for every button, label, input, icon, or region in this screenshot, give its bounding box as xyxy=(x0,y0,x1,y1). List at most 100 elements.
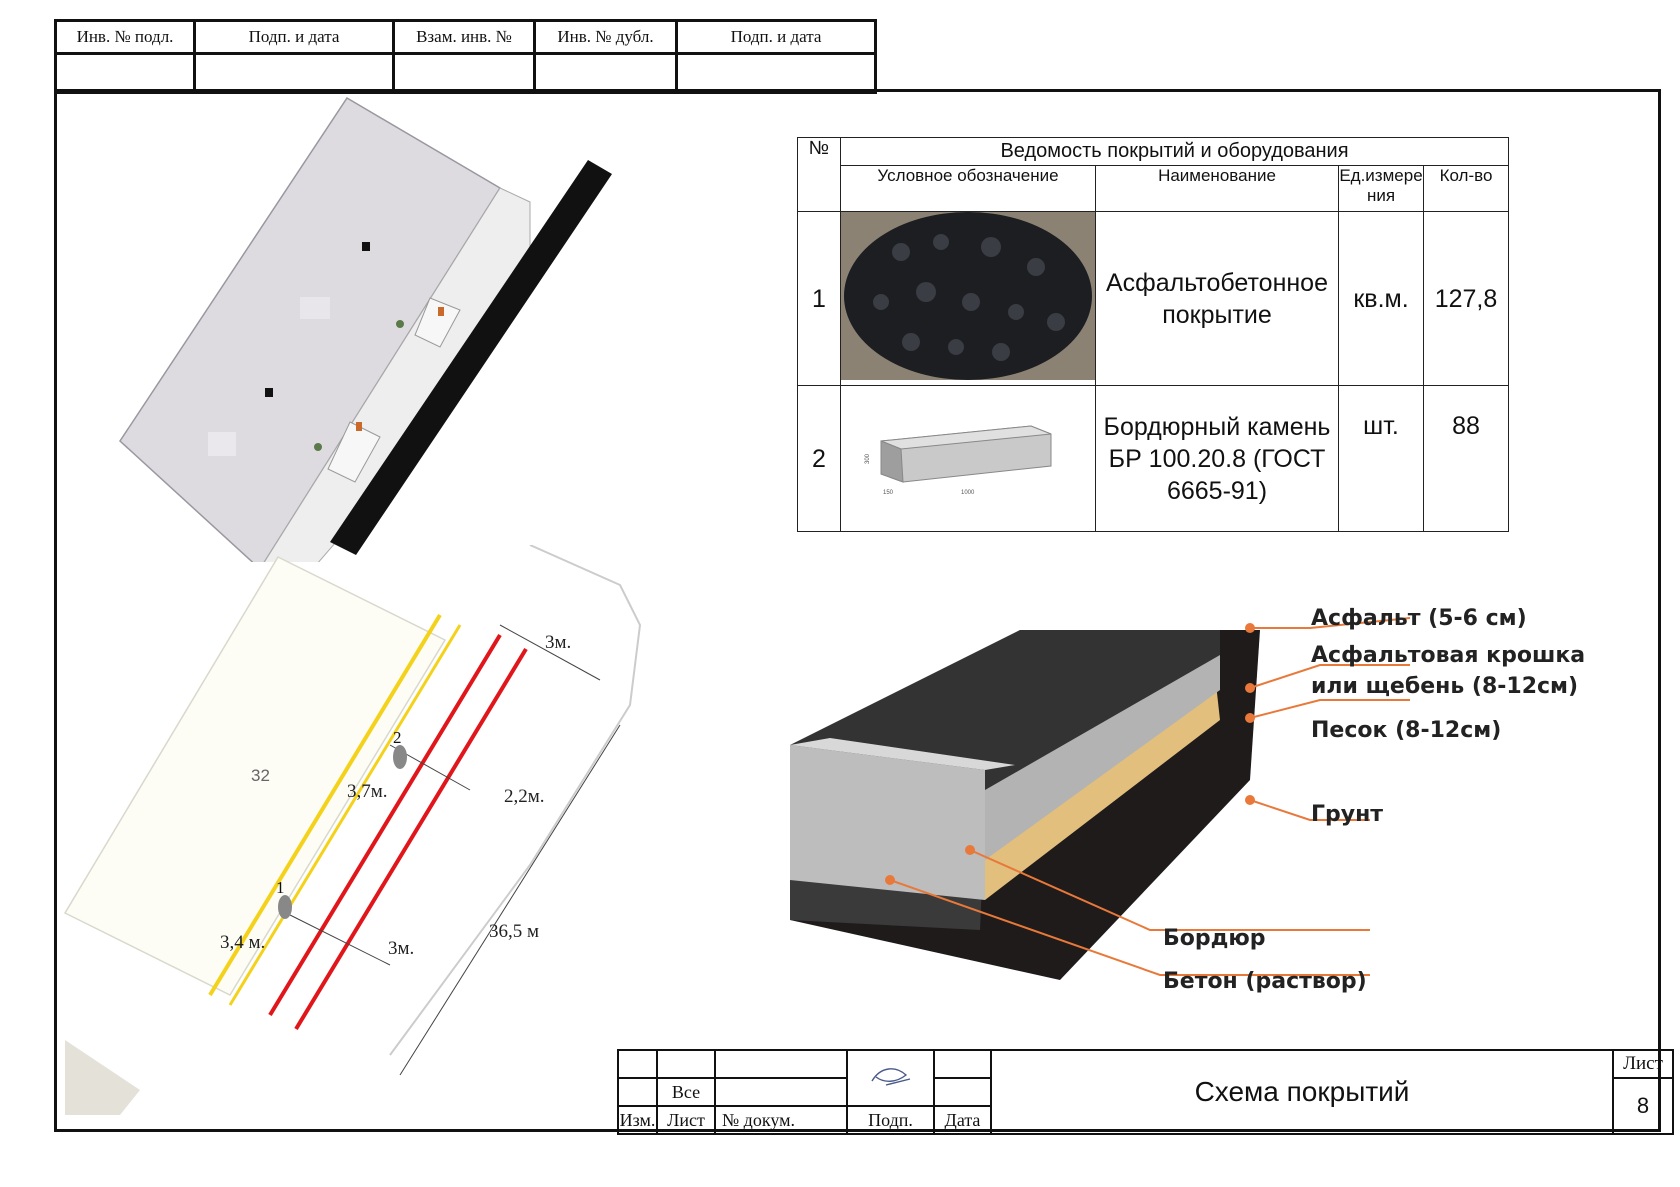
stamp-header-2: Подп. и дата xyxy=(193,19,395,55)
label-soil: Грунт xyxy=(1311,802,1384,827)
col-list: Лист xyxy=(656,1105,716,1135)
roof-3d-view xyxy=(119,96,612,562)
yellow-boundary xyxy=(208,613,442,997)
crushed-stone-layer xyxy=(980,650,1220,860)
col-podp: Подп. xyxy=(846,1105,935,1135)
leader-dots xyxy=(885,623,1255,885)
pavement-section xyxy=(790,617,1411,980)
row-no: 1 xyxy=(797,211,841,386)
table-row: 2 1000 300 150 Бордюрный камень БР 100.2… xyxy=(797,385,1509,532)
dim-2-2m: 2,2м. xyxy=(504,786,545,807)
col-unit-header: Ед.измерения xyxy=(1338,165,1424,212)
schedule-table: № Ведомость покрытий и оборудования Усло… xyxy=(797,137,1509,532)
planter xyxy=(327,421,381,483)
roof-vent-icon xyxy=(265,388,273,397)
red-curb-line xyxy=(268,633,502,1017)
tb-cell xyxy=(656,1049,716,1079)
asphalt-sample-image xyxy=(840,211,1096,386)
stamp-header-4: Инв. № дубл. xyxy=(533,19,678,55)
dim-3-4m: 3,4 м. xyxy=(220,932,266,953)
stamp-header-3: Взам. инв. № xyxy=(392,19,536,55)
building-number: 32 xyxy=(251,766,270,785)
dim-3-7m: 3,7м. xyxy=(347,781,388,802)
building-footprint xyxy=(63,556,447,996)
plant-icon xyxy=(314,443,322,451)
row-unit: шт. xyxy=(1338,385,1424,532)
marker-2-label: 2 xyxy=(393,728,402,747)
col-izm: Изм. xyxy=(617,1105,658,1135)
stamp-header-5: Подп. и дата xyxy=(675,19,877,55)
marker-1-label: 1 xyxy=(276,878,285,897)
bench-icon xyxy=(356,422,362,431)
sheet-number: 8 xyxy=(1612,1077,1674,1135)
drawing-title: Схема покрытий xyxy=(990,1049,1614,1135)
curb-block xyxy=(790,745,985,900)
curb-stone-image: 1000 300 150 xyxy=(840,385,1096,532)
row-qty: 88 xyxy=(1423,385,1509,532)
col-name-header: Наименование xyxy=(1095,165,1339,212)
plant-icon xyxy=(396,320,404,328)
row-unit: кв.м. xyxy=(1338,211,1424,386)
signature-cell xyxy=(846,1049,935,1107)
stamp-cell xyxy=(54,52,196,94)
tb-cell xyxy=(714,1077,848,1107)
label-concrete: Бетон (раствор) xyxy=(1163,969,1367,994)
yellow-boundary xyxy=(228,624,462,1006)
tb-cell xyxy=(714,1049,848,1079)
marker-1-icon xyxy=(278,895,292,919)
stamp-cell xyxy=(675,52,877,94)
tb-cell xyxy=(617,1077,658,1107)
row-name: Бордюрный камень БР 100.20.8 (ГОСТ 6665-… xyxy=(1095,385,1339,532)
label-sand: Песок (8-12см) xyxy=(1311,718,1502,743)
leader-lines xyxy=(889,617,1411,976)
schedule-title: Ведомость покрытий и оборудования xyxy=(840,137,1509,166)
svg-text:150: 150 xyxy=(883,490,894,496)
roof-vent-icon xyxy=(362,242,370,251)
row-qty: 127,8 xyxy=(1423,211,1509,386)
signature-icon xyxy=(870,1067,910,1086)
dim-line xyxy=(499,624,601,681)
svg-text:1000: 1000 xyxy=(961,490,975,496)
title-block: Схема покрытий Лист Все 8 Изм. Лист № до… xyxy=(617,1049,1674,1135)
dim-3m-bottom: 3м. xyxy=(388,938,415,959)
dim-3m-top: 3м. xyxy=(545,632,572,653)
tb-cell xyxy=(933,1049,992,1079)
col-qty-header: Кол-во xyxy=(1423,165,1509,212)
label-crumb-line2: или щебень (8-12см) xyxy=(1311,674,1579,699)
top-stamp-table: Инв. № подл. Подп. и дата Взам. инв. № И… xyxy=(54,19,877,94)
roof-hatch xyxy=(208,432,236,456)
col-data: Дата xyxy=(933,1105,992,1135)
svg-text:300: 300 xyxy=(865,453,871,464)
adjacent-building xyxy=(65,1040,140,1115)
asphalt-texture xyxy=(841,212,1095,380)
bench-icon xyxy=(438,307,444,316)
row-vse: Все xyxy=(656,1077,716,1107)
col-no-header: № xyxy=(797,137,841,212)
col-symbol-header: Условное обозначение xyxy=(840,165,1096,212)
tb-cell xyxy=(617,1049,658,1079)
table-row: 1 Асфальтобетонное покрытие кв.м. 127,8 xyxy=(797,211,1509,386)
stamp-header-1: Инв. № подл. xyxy=(54,19,196,55)
row-no: 2 xyxy=(797,385,841,532)
planter xyxy=(414,297,461,348)
curb-top xyxy=(790,738,1015,770)
label-asphalt: Асфальт (5-6 см) xyxy=(1311,606,1527,631)
dim-line xyxy=(289,914,391,966)
label-crumb-line1: Асфальтовая крошка xyxy=(1311,643,1586,668)
row-name: Асфальтобетонное покрытие xyxy=(1095,211,1339,386)
road-edge xyxy=(389,545,642,1056)
roof-hatch xyxy=(300,297,330,319)
dim-line xyxy=(399,724,621,1076)
red-curb-line xyxy=(294,647,528,1031)
tb-cell xyxy=(933,1077,992,1107)
sheet-label: Лист xyxy=(1612,1049,1674,1079)
marker-2-icon xyxy=(393,745,407,769)
stamp-cell xyxy=(533,52,678,94)
dim-36-5m: 36,5 м xyxy=(489,921,540,942)
label-curb: Бордюр xyxy=(1163,926,1266,951)
curb-stone-drawing: 1000 300 150 xyxy=(865,425,1052,496)
stamp-cell xyxy=(392,52,536,94)
asphalt-strip xyxy=(330,160,612,555)
stamp-cell xyxy=(193,52,395,94)
col-doc: № докум. xyxy=(714,1105,848,1135)
